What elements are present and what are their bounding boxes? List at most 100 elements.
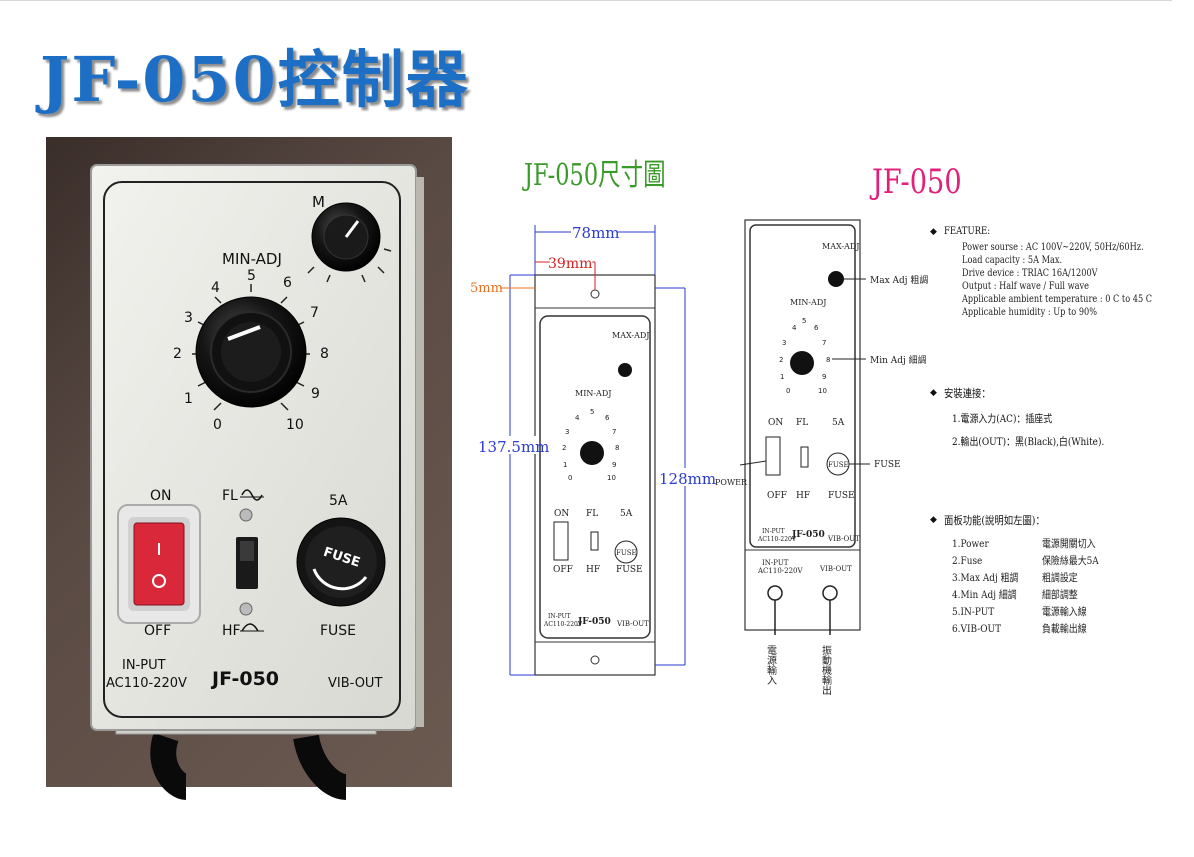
dial-mark-5: 5 [247, 268, 256, 284]
dial-mark-8: 8 [320, 346, 329, 362]
screw-bottom [239, 602, 253, 616]
svg-text:7: 7 [822, 339, 826, 347]
wire-off-label: OFF [767, 491, 787, 501]
output-label: VIB-OUT [328, 676, 382, 691]
max-adj-knob[interactable] [311, 202, 381, 272]
svg-text:7: 7 [612, 428, 616, 436]
dial-mark-6: 6 [283, 275, 292, 291]
dim-min-adj-label: MIN-ADJ [575, 389, 611, 398]
feature-line: Power sourse : AC 100V~220V, 50Hz/60Hz. [962, 242, 1144, 253]
dim-hf-label: HF [586, 565, 600, 575]
fuse-label: FUSE [320, 623, 356, 639]
svg-text:1: 1 [563, 461, 567, 469]
controller-photo: M MIN-ADJ 0 1 2 3 4 5 6 7 8 9 10 [46, 137, 452, 800]
dim-min-knob [580, 441, 604, 465]
controller-photo-drawing: M MIN-ADJ 0 1 2 3 4 5 6 7 8 9 10 [90, 164, 424, 800]
height-total-dimension: 137.5mm [478, 438, 549, 456]
dim-input-label: IN-PUT [548, 613, 571, 620]
wire-fl-label: FL [796, 418, 808, 428]
page-title: JF-050控制器 [40, 43, 470, 116]
svg-text:2: 2 [562, 444, 566, 452]
wire-output-label: VIB-OUT [819, 565, 852, 573]
dim-power-switch [553, 521, 569, 561]
wire-on-label: ON [768, 418, 783, 428]
min-adj-knob[interactable] [195, 296, 307, 408]
feature-bullet: ◆ [930, 227, 937, 237]
screw-top [239, 508, 253, 522]
dim-fuse-circle [614, 540, 638, 564]
svg-text:8: 8 [615, 444, 619, 452]
wire-input-voltage-top: AC110-220V [757, 536, 797, 543]
dial-mark-2: 2 [173, 346, 182, 362]
dim-fl-label: FL [586, 509, 598, 519]
dial-mark-10: 10 [286, 417, 304, 433]
dial-mark-9: 9 [311, 386, 320, 402]
edge-offset-dimension: 5mm [470, 281, 503, 296]
max-adj-partial-label: M [312, 193, 325, 211]
panel-functions-heading: 面板功能(說明如左圖)： [944, 514, 1045, 527]
dimension-drawing-title: JF-050尺寸圖 [524, 158, 666, 193]
wire-input-voltage: AC110-220V [757, 567, 803, 575]
function-row: 4.Min Adj 細調細部調整 [952, 589, 1078, 601]
width-dimension: 78mm [572, 224, 620, 242]
hole-spacing-dimension: 39mm [548, 256, 592, 272]
dimension-drawing: 78mm 137.5mm 128mm 39mm 5mm MAX-ADJ MIN-… [470, 222, 716, 676]
wire-input-label: IN-PUT [762, 559, 789, 567]
panel-functions-bullet: ◆ [930, 515, 937, 525]
svg-text:1: 1 [780, 373, 784, 381]
fuse-rating-label: 5A [329, 493, 348, 509]
wave-mode-toggle[interactable] [236, 537, 258, 589]
half-wave-icon [241, 623, 259, 632]
svg-text:10: 10 [818, 387, 827, 395]
dim-max-adj-label: MAX-ADJ [612, 331, 649, 340]
top-divider [0, 0, 1172, 1]
dial-mark-7: 7 [310, 305, 319, 321]
svg-text:3: 3 [565, 428, 569, 436]
dim-max-knob [618, 363, 632, 377]
feature-line: Output : Half wave / Full wave [962, 281, 1089, 292]
dim-wave-toggle [590, 531, 599, 551]
wire-hf-label: HF [796, 491, 810, 501]
wire-fuse-label: FUSE [828, 491, 855, 501]
wire-min-knob [790, 351, 814, 375]
full-wave-icon [241, 489, 263, 501]
svg-text:9: 9 [612, 461, 616, 469]
wire-power-callout: POWER [715, 478, 748, 487]
svg-text:5: 5 [590, 408, 594, 416]
input-voltage-label: AC110-220V [106, 676, 187, 691]
output-wire-label: 振動機輸出 [820, 644, 832, 695]
svg-text:4: 4 [792, 324, 797, 332]
svg-text:5: 5 [802, 317, 806, 325]
install-heading: 安裝連接： [944, 387, 991, 400]
power-switch[interactable] [117, 504, 201, 624]
feature-line: Applicable ambient temperature : 0 C to … [962, 294, 1153, 305]
svg-text:9: 9 [822, 373, 826, 381]
svg-text:3: 3 [782, 339, 786, 347]
fuse-holder[interactable] [296, 517, 386, 607]
input-label: IN-PUT [122, 658, 166, 673]
wire-output-label-top: VIB-OUT [827, 535, 860, 543]
wire-fuse-rating: 5A [832, 418, 845, 428]
wire-input-label-top: IN-PUT [762, 528, 785, 535]
function-row: 3.Max Adj 粗調粗調設定 [952, 572, 1078, 584]
min-adj-label: MIN-ADJ [222, 250, 282, 268]
dim-off-label: OFF [553, 565, 573, 575]
off-label: OFF [144, 623, 171, 639]
svg-text:8: 8 [826, 356, 830, 364]
wire-max-knob [828, 271, 844, 287]
features-heading: FEATURE: [944, 226, 991, 237]
wire-min-callout: Min Adj 細調 [870, 354, 927, 366]
svg-text:0: 0 [568, 474, 572, 482]
svg-text:6: 6 [814, 324, 819, 332]
feature-line: Load capacity : 5A Max. [962, 255, 1063, 266]
dim-fuse-circle-text: FUSE [616, 549, 637, 557]
wire-max-callout: Max Adj 粗調 [870, 274, 928, 286]
dial-mark-1: 1 [184, 391, 193, 407]
on-label: ON [150, 488, 172, 504]
model-label: JF-050 [210, 668, 279, 690]
wire-power-switch [765, 436, 781, 476]
hf-label: HF [222, 623, 241, 639]
